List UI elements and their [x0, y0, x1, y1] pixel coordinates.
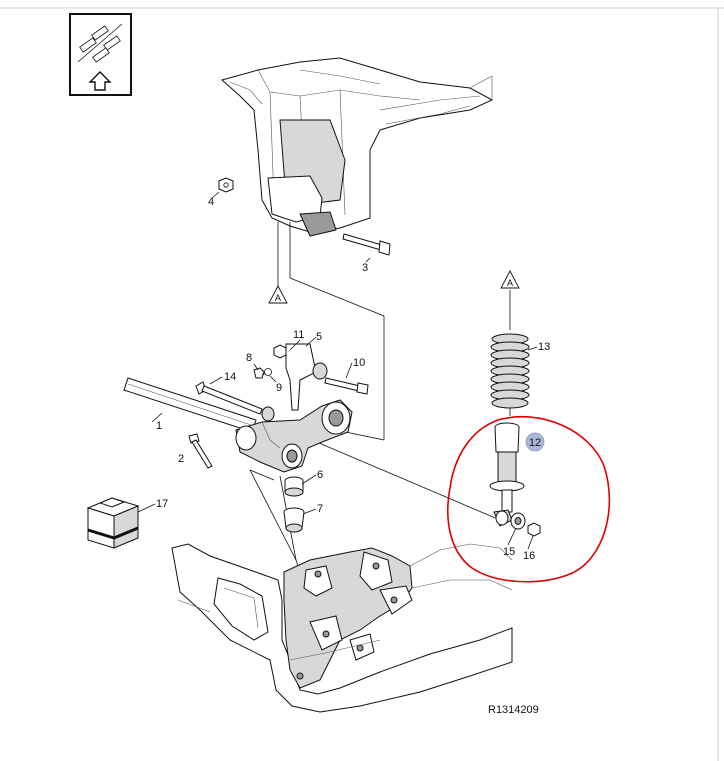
part-bolt-10	[324, 377, 369, 395]
part-bolt-3	[342, 233, 391, 263]
callout-11: 11	[293, 329, 304, 341]
annotation-circle	[447, 415, 611, 583]
part-bolt-14	[195, 381, 275, 422]
part-nut-4	[211, 177, 234, 199]
part-kit-box-17	[86, 497, 140, 549]
callout-17: 17	[156, 498, 168, 510]
part-nut-11	[273, 344, 287, 359]
part-bolt-2	[188, 433, 213, 469]
callout-10: 10	[353, 357, 365, 369]
callout-13: 13	[538, 341, 550, 353]
section-marker-left: A	[268, 285, 288, 304]
callout-leaders	[137, 336, 538, 550]
part-bushing-7	[283, 507, 305, 533]
callout-8: 8	[246, 352, 252, 364]
section-marker-right-label: A	[507, 278, 513, 288]
callout-3: 3	[362, 262, 368, 274]
callout-labels: 1 2 3 4 5 6 7 8 9 10 11 12 13 14 15 16 1…	[156, 196, 550, 562]
callout-1: 1	[156, 420, 162, 432]
callout-14: 14	[224, 371, 236, 383]
reference-code: R1314209	[488, 704, 539, 716]
part-nut-16	[527, 522, 541, 537]
section-marker-left-label: A	[275, 293, 281, 303]
callout-16: 16	[523, 550, 535, 562]
callout-4: 4	[208, 196, 214, 208]
section-marker-right: A	[500, 270, 520, 289]
part-shock-absorber-12	[489, 422, 525, 527]
callout-6: 6	[317, 469, 323, 481]
callout-7: 7	[317, 503, 323, 515]
callout-9: 9	[276, 382, 282, 394]
lower-arm-assembly	[235, 343, 353, 473]
callout-15: 15	[503, 546, 515, 558]
part-bushing-6	[284, 476, 304, 497]
vehicle-orientation-icon	[69, 13, 132, 96]
upper-body-mount	[220, 57, 494, 237]
callout-2: 2	[178, 453, 184, 465]
part-washer-15	[510, 512, 526, 530]
rear-subframe	[171, 543, 513, 713]
highlight-badge-12	[525, 432, 545, 452]
callout-12: 12	[529, 437, 541, 449]
part-coil-spring-13	[490, 333, 530, 416]
callout-5: 5	[316, 331, 322, 343]
part-washer-9	[264, 368, 272, 376]
